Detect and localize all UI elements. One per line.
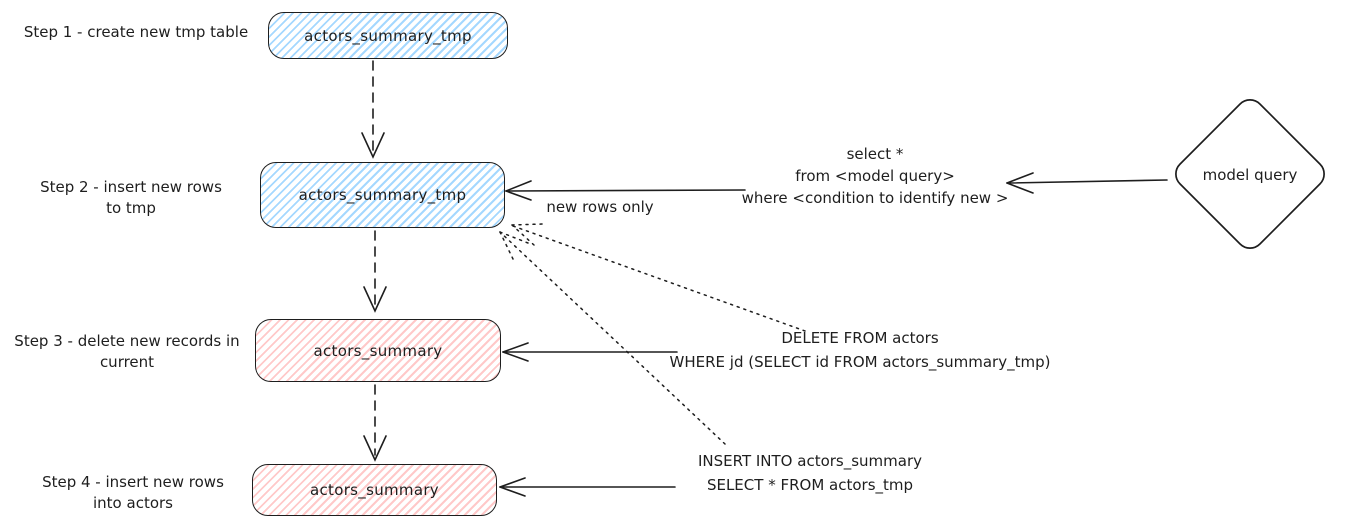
model-query-label: model query — [1202, 166, 1298, 184]
step4-label: Step 4 - insert new rows into actors — [42, 473, 224, 512]
insert-query-text: INSERT INTO actors_summary SELECT * FROM… — [697, 452, 923, 494]
arrowhead-step3-to-step4 — [363, 435, 387, 462]
delete-query-text: DELETE FROM actors WHERE jd (SELECT id F… — [669, 329, 1051, 371]
arrow-insert-to-actors — [499, 477, 676, 497]
arrowhead-step1-to-step2 — [361, 132, 385, 159]
node-actors-summary-step3: actors_summary — [255, 319, 501, 382]
step3-label: Step 3 - delete new records in current — [14, 332, 240, 371]
node-label: actors_summary — [310, 481, 439, 499]
dotted-arrow-insert-ref-tmp — [499, 231, 726, 445]
node-label: actors_summary_tmp — [304, 26, 472, 45]
arrow-modelquery-to-select — [1006, 172, 1168, 194]
node-actors-summary-step4: actors_summary — [252, 464, 497, 516]
step2-label: Step 2 - insert new rows to tmp — [40, 178, 222, 217]
step1-label: Step 1 - create new tmp table — [23, 23, 249, 41]
node-actors-summary-tmp-step1: actors_summary_tmp — [268, 12, 508, 59]
arrow-delete-to-current — [502, 342, 678, 362]
arrowhead-step2-to-step3 — [363, 286, 387, 313]
new-rows-only-label: new rows only — [546, 198, 654, 216]
node-label: actors_summary — [313, 341, 443, 360]
node-actors-summary-tmp-step2: actors_summary_tmp — [260, 162, 505, 228]
select-query-text: select * from <model query> where <condi… — [741, 145, 1009, 207]
dotted-arrow-delete-ref-tmp — [511, 223, 806, 332]
arrow-select-to-tmp — [505, 180, 746, 201]
node-label: actors_summary_tmp — [298, 186, 467, 204]
model-query-diamond — [1175, 99, 1325, 249]
